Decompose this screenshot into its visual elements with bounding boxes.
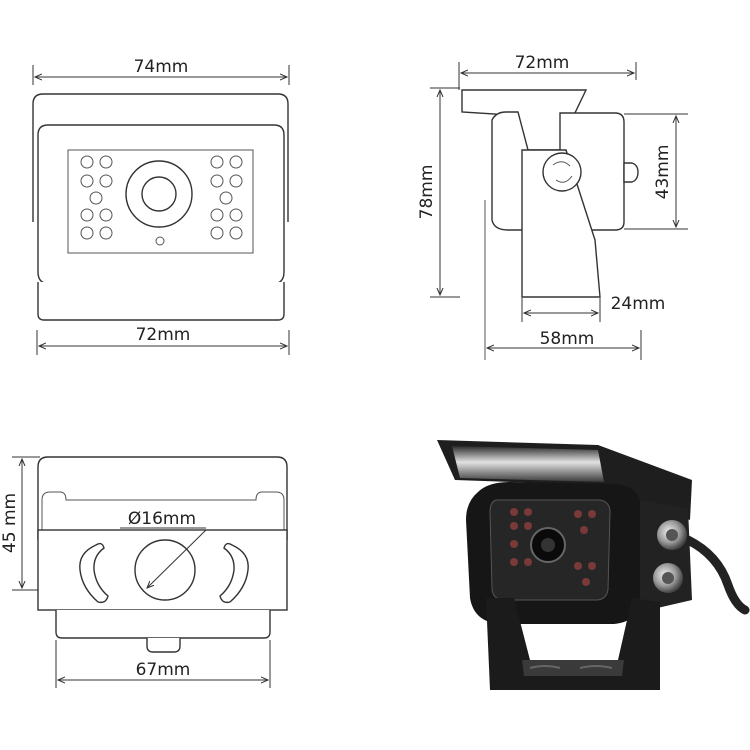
side-total-height-label: 78mm [417,165,437,220]
side-base-width-label: 58mm [540,329,595,349]
bottom-visor-rim [41,491,285,530]
front-top-width-label: 74mm [134,57,189,77]
bottom-slot-left [79,542,109,604]
front-ir-leds-right [210,155,243,240]
bottom-width-label: 67mm [136,660,191,680]
camera-ir-leds [510,508,596,586]
front-ir-leds-left [80,155,113,240]
side-bracket [521,149,601,298]
side-base-depth-label: 24mm [611,294,666,314]
side-connector [623,162,639,183]
front-view: 74mm 72mm [32,57,290,355]
front-bracket [37,282,285,321]
side-view: 72mm 78mm 43mm 24mm 58mm [417,53,688,360]
bottom-slot-right [219,542,249,604]
front-lens-inner [141,176,177,212]
bottom-height-label: 45 mm [0,493,20,553]
bottom-lens-diameter-label: Ø16mm [128,509,196,529]
camera-product-photo [437,440,750,690]
side-body-height-label: 43mm [653,145,673,200]
side-mount-knob [542,152,582,192]
bottom-connector [146,638,181,653]
side-knob-grip [552,161,573,183]
front-sensor-dot [155,236,165,246]
camera-cable [683,535,750,615]
bottom-visor [37,456,288,540]
bottom-view: 45 mm Ø16mm 67mm [0,456,288,688]
bottom-base [55,610,271,639]
camera-bracket-plate [522,660,624,676]
camera-visor-highlight [452,446,604,482]
front-ir-panel [67,149,254,254]
camera-lens-center [541,538,555,552]
front-bottom-width-label: 72mm [136,325,191,345]
bottom-lens-dimension-line [147,529,207,588]
side-top-width-label: 72mm [515,53,570,73]
camera-side-block [640,500,692,612]
